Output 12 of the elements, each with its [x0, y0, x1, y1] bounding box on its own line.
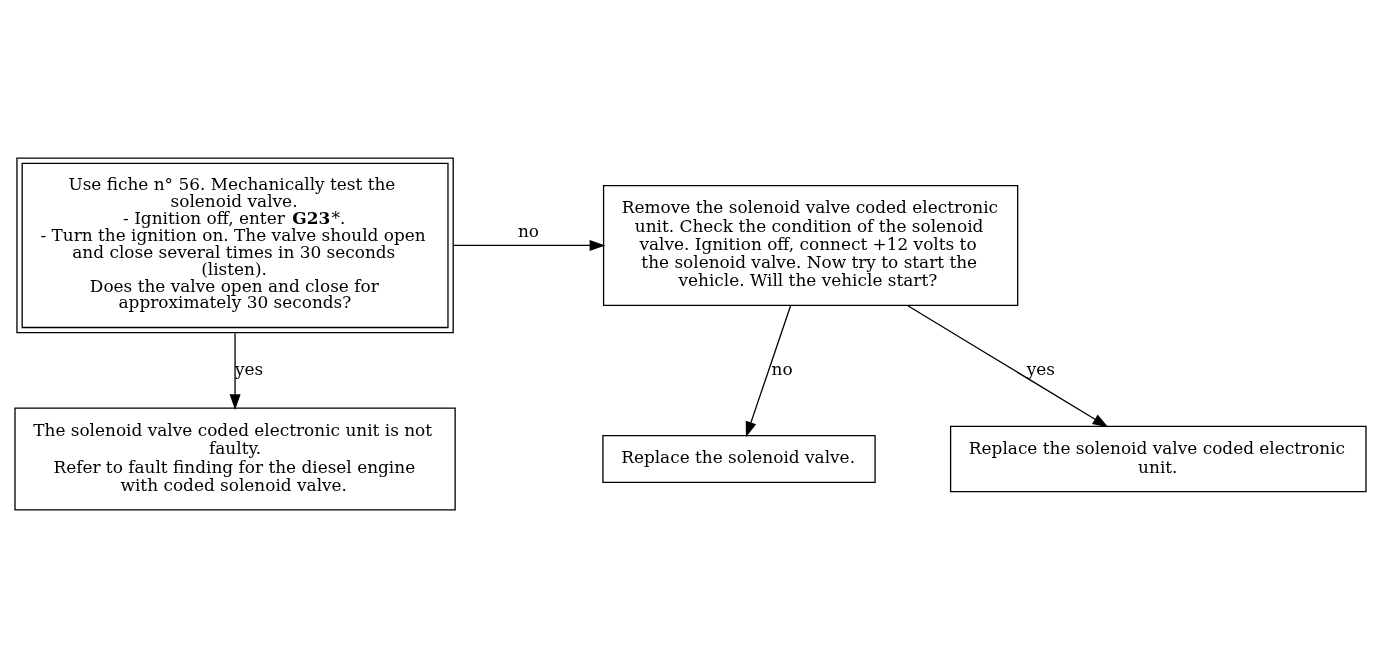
edge-label: yes	[1026, 358, 1056, 379]
arrow	[452, 240, 606, 251]
node-box: The solenoid valve coded electronic unit is not faulty. Refer to fault finding for the diesel engine with coded solenoid valve.	[14, 407, 456, 511]
node-box: Remove the solenoid valve coded electronic unit. Check the condition of the solenoid valve. Ignition off, connect +12 volts to the solenoid valve. Now try to start the vehicle. Will the vehicle start?	[602, 184, 1019, 306]
arrow	[745, 304, 792, 438]
edge-label: no	[771, 358, 793, 379]
node-box: Replace the solenoid valve coded electronic unit.	[949, 425, 1367, 493]
arrow	[906, 304, 1109, 428]
arrow	[229, 332, 241, 410]
node-box: Replace the solenoid valve.	[602, 434, 876, 484]
edge-label: no	[517, 220, 540, 241]
node-box: Use fiche n° 56. Mechanically test the solenoid valve. - Ignition off, enter G23*. - Turn the ignition on. The valve should open and close several times in 30 seconds (listen). Does the valve open and close for approximately 30 seconds?	[16, 157, 454, 334]
